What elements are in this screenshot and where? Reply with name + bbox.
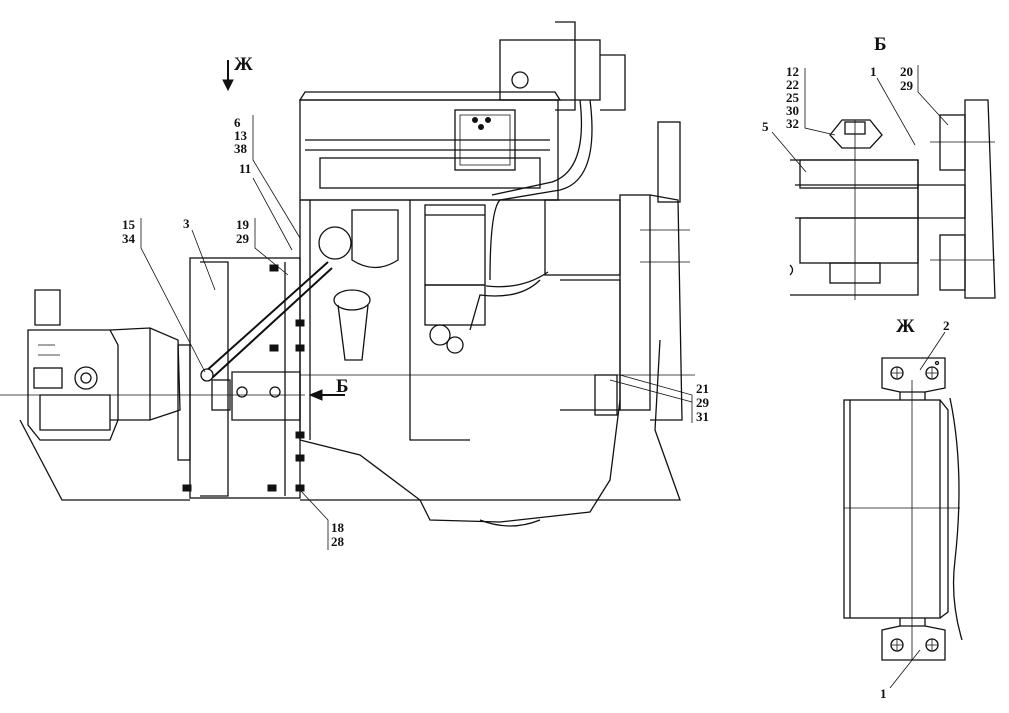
callout-2: 2 bbox=[919, 318, 950, 371]
callout-12-22-25-30-32: 12 22 25 30 32 bbox=[786, 64, 836, 136]
section-arrow-b: Б bbox=[308, 376, 349, 401]
svg-text:21: 21 bbox=[696, 381, 709, 396]
svg-text:1: 1 bbox=[870, 64, 877, 79]
view-arrow-zh: Ж bbox=[222, 54, 253, 92]
svg-text:29: 29 bbox=[900, 78, 914, 93]
view-arrow-zh-label: Ж bbox=[234, 54, 253, 75]
view-zh-title: Ж bbox=[896, 316, 915, 337]
view-b-title: Б bbox=[874, 34, 887, 55]
callout-19-29: 19 29 bbox=[236, 217, 289, 276]
engine-block bbox=[298, 91, 562, 441]
callout-5: 5 bbox=[762, 119, 807, 173]
pipes bbox=[469, 99, 593, 331]
callout-15-34: 15 34 bbox=[122, 217, 206, 373]
view-zh-detail: Ж bbox=[843, 316, 963, 661]
svg-text:22: 22 bbox=[786, 77, 799, 92]
svg-text:20: 20 bbox=[900, 64, 913, 79]
svg-text:11: 11 bbox=[239, 161, 251, 176]
callout-1-zh: 1 bbox=[880, 649, 921, 701]
callout-20-29: 20 29 bbox=[900, 64, 949, 126]
svg-text:19: 19 bbox=[236, 217, 250, 232]
svg-text:32: 32 bbox=[786, 116, 799, 131]
svg-text:30: 30 bbox=[786, 103, 799, 118]
front-unit bbox=[544, 121, 690, 421]
svg-text:29: 29 bbox=[236, 231, 250, 246]
section-arrow-b-label: Б bbox=[336, 376, 349, 397]
callout-18-28: 18 28 bbox=[299, 489, 345, 550]
callout-1-b: 1 bbox=[870, 64, 916, 146]
svg-text:28: 28 bbox=[331, 534, 345, 549]
callout-11: 11 bbox=[239, 161, 293, 251]
svg-text:12: 12 bbox=[786, 64, 799, 79]
top-assembly bbox=[499, 21, 626, 111]
callout-21-29-31: 21 29 31 bbox=[609, 374, 710, 424]
svg-text:5: 5 bbox=[762, 119, 769, 134]
svg-text:38: 38 bbox=[234, 141, 248, 156]
callout-6-13-38: 6 13 38 bbox=[234, 115, 301, 239]
svg-text:18: 18 bbox=[331, 520, 345, 535]
fuel-filter bbox=[318, 209, 399, 269]
svg-text:15: 15 bbox=[122, 217, 136, 232]
view-b-detail: Б bbox=[789, 34, 996, 300]
svg-text:29: 29 bbox=[696, 395, 710, 410]
svg-text:25: 25 bbox=[786, 90, 800, 105]
svg-text:3: 3 bbox=[183, 216, 190, 231]
oil-filler bbox=[333, 289, 371, 361]
pump-unit bbox=[27, 289, 191, 461]
oil-filter bbox=[424, 204, 486, 354]
svg-text:6: 6 bbox=[234, 115, 241, 130]
svg-text:31: 31 bbox=[696, 409, 709, 424]
callout-3: 3 bbox=[183, 216, 216, 291]
svg-text:2: 2 bbox=[943, 318, 950, 333]
svg-text:13: 13 bbox=[234, 128, 248, 143]
svg-text:34: 34 bbox=[122, 231, 136, 246]
engine-main-view bbox=[0, 21, 695, 527]
tie-rod bbox=[200, 261, 333, 382]
svg-text:1: 1 bbox=[880, 686, 887, 701]
